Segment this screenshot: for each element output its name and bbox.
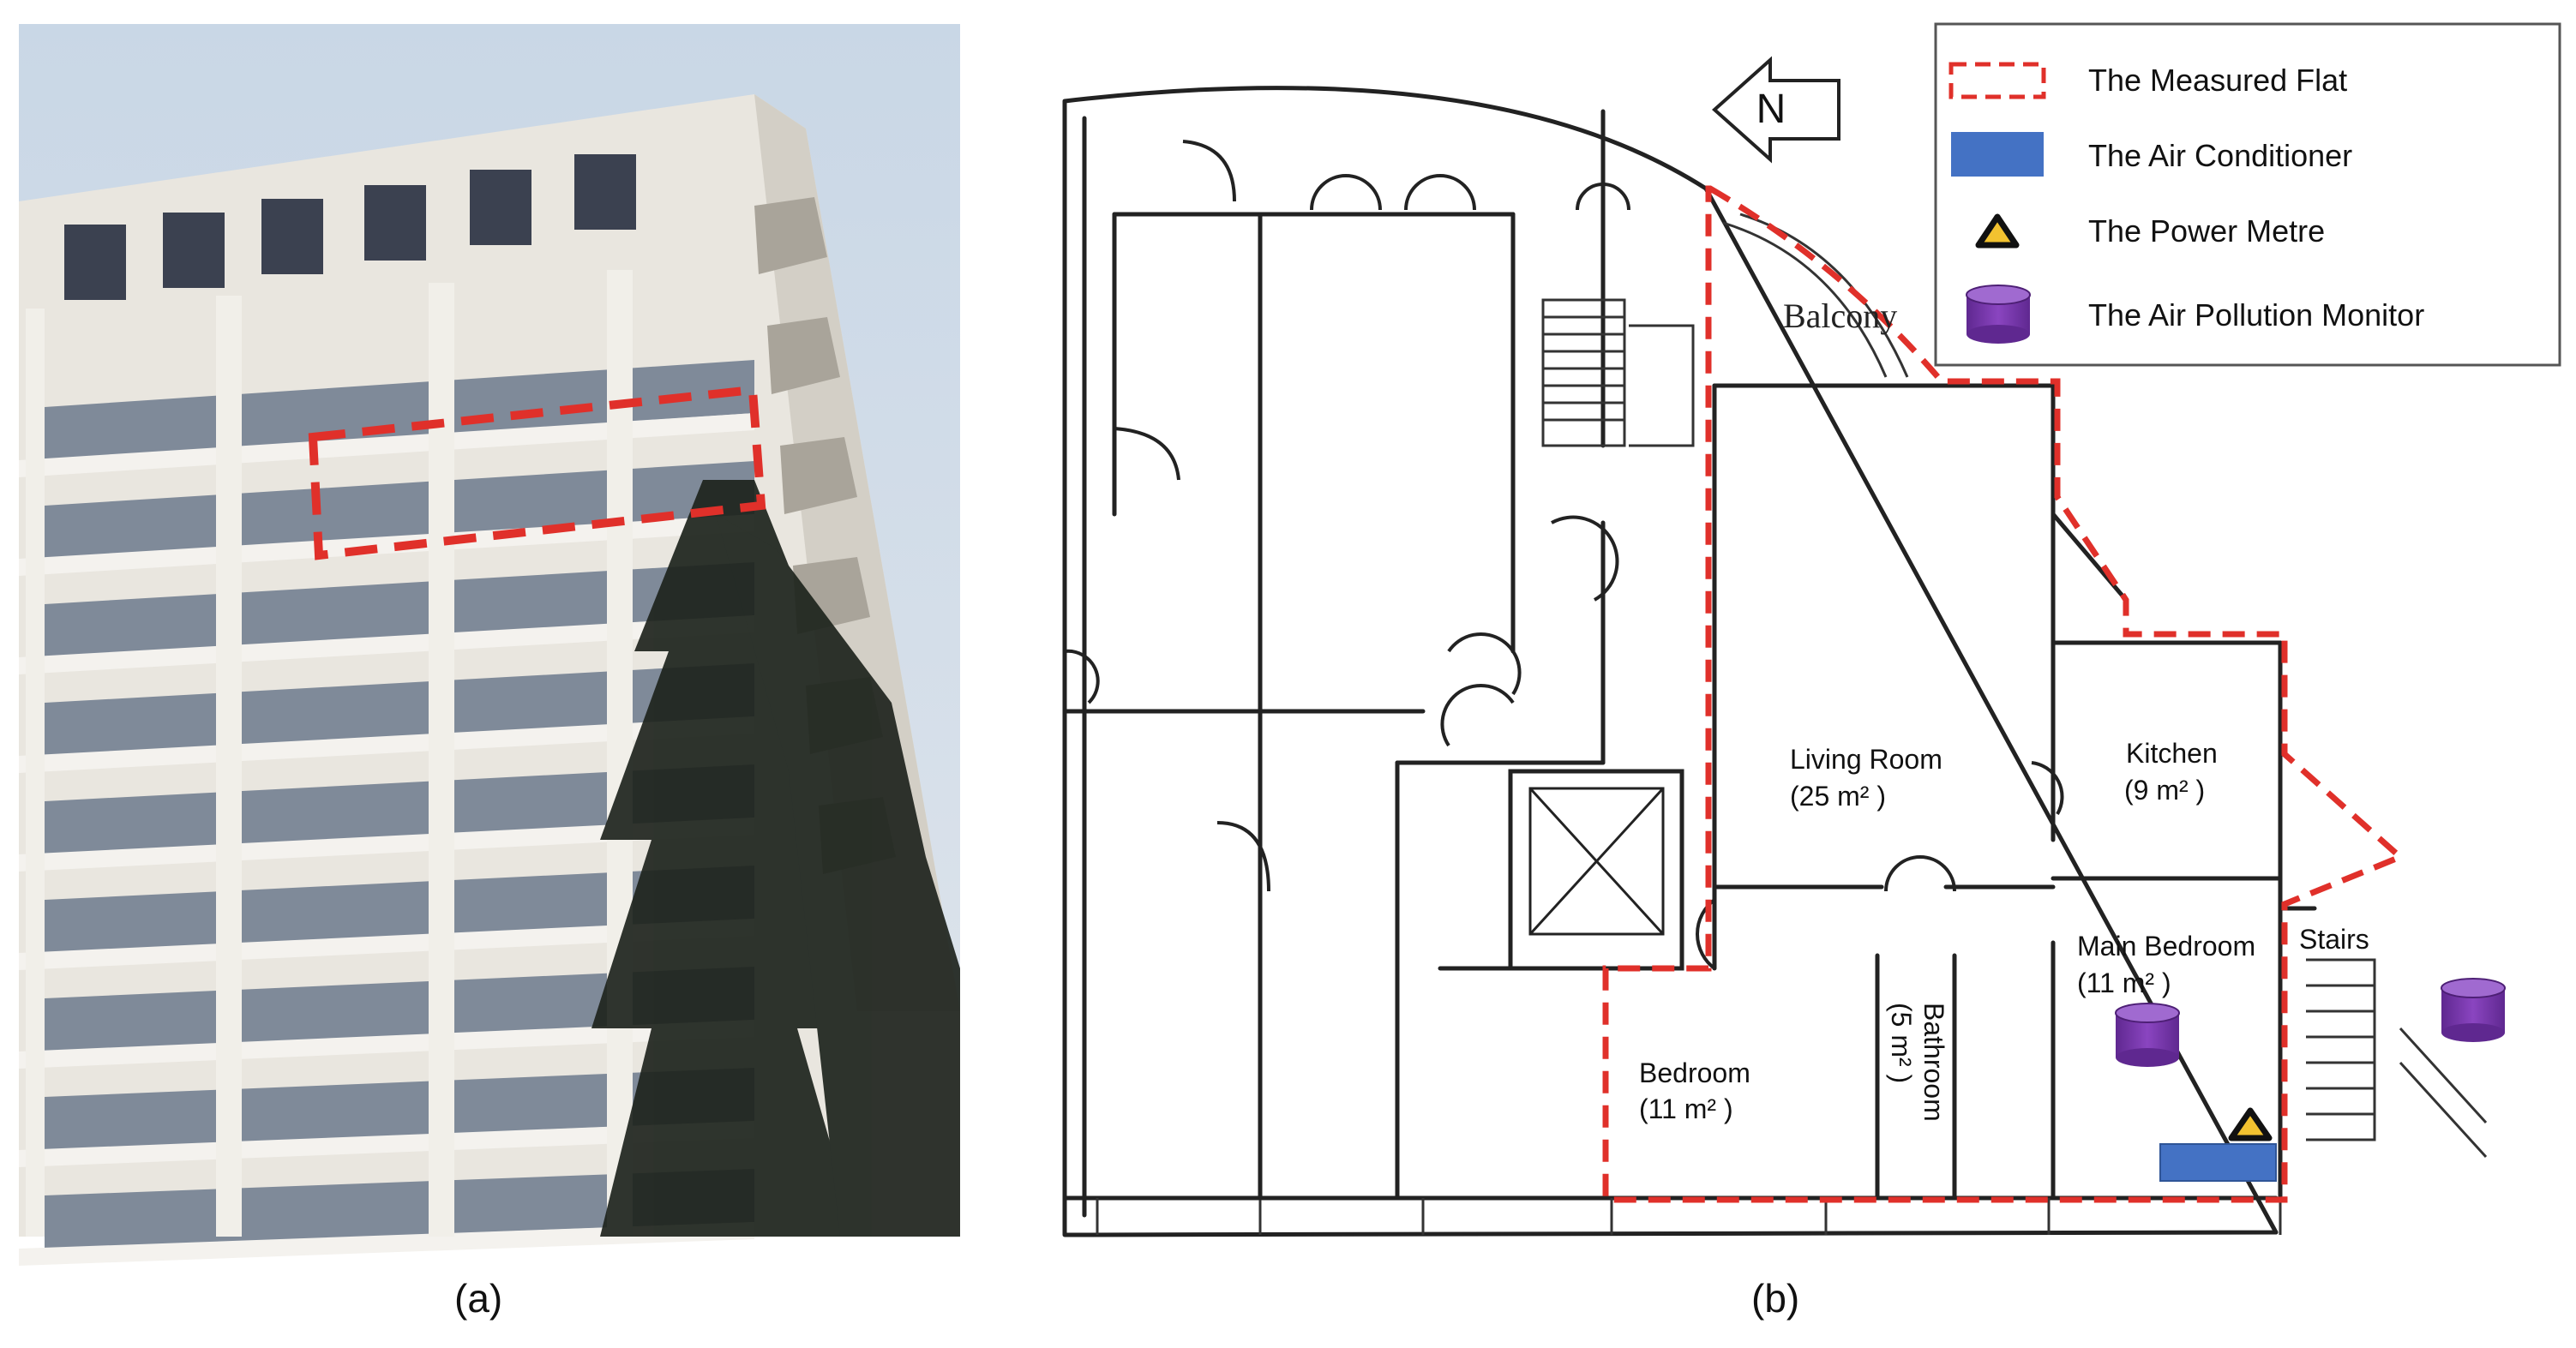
main-bedroom-label: Main Bedroom	[2077, 931, 2255, 962]
floor-slab	[19, 413, 754, 477]
floor-slab	[19, 919, 754, 970]
kitchen-label: Kitchen	[2126, 738, 2218, 769]
north-arrow-icon: N	[1711, 56, 1840, 164]
kitchen-area: (9 m² )	[2124, 775, 2205, 806]
floor-slab	[19, 818, 754, 872]
floor-slab	[19, 1121, 754, 1167]
floor-slab	[19, 615, 754, 674]
main-bedroom-area: (11 m² )	[2077, 968, 2171, 998]
air-conditioner-marker	[2159, 1143, 2277, 1182]
floor-slab	[19, 716, 754, 773]
legend-power-metre: The Power Metre	[2088, 213, 2325, 249]
power-metre-marker	[2228, 1107, 2273, 1141]
measured-flat-marker	[308, 385, 766, 560]
air-pollution-monitor-main-bedroom	[2115, 1003, 2180, 1067]
balcony-label: Balcony	[1783, 297, 1897, 335]
bedroom-area: (11 m² )	[1639, 1093, 1733, 1124]
measured-flat-outline	[1602, 185, 2406, 1203]
floor-slab	[19, 1020, 754, 1069]
living-room-label: Living Room	[1790, 744, 1943, 775]
blue-rect-icon	[1951, 132, 2044, 177]
compass-label: N	[1756, 87, 1786, 132]
floor-slab	[19, 1222, 754, 1266]
legend-air-conditioner: The Air Conditioner	[2088, 138, 2352, 173]
legend-air-pollution-monitor: The Air Pollution Monitor	[2088, 297, 2424, 333]
stairs-label: Stairs	[2299, 924, 2369, 955]
bedroom-label: Bedroom	[1639, 1057, 1750, 1088]
air-pollution-monitor-stairs	[2441, 978, 2506, 1042]
warning-triangle-icon	[1975, 213, 2020, 249]
legend: The Measured Flat The Air Conditioner Th…	[1934, 22, 2561, 367]
bathroom-label: Bathroom	[1918, 1003, 1949, 1122]
legend-measured-flat: The Measured Flat	[2088, 63, 2347, 98]
bathroom-area: (5 m² )	[1886, 1003, 1917, 1083]
caption-a: (a)	[454, 1276, 503, 1321]
living-room-area: (25 m² )	[1790, 781, 1886, 812]
building-photo	[19, 24, 960, 1266]
floor-plan	[1062, 86, 2488, 1237]
purple-cylinder-icon	[1966, 285, 2031, 344]
red-dashed-rect-icon	[1949, 62, 2046, 99]
lift-shaft	[1508, 769, 1684, 971]
caption-b: (b)	[1751, 1276, 1800, 1321]
